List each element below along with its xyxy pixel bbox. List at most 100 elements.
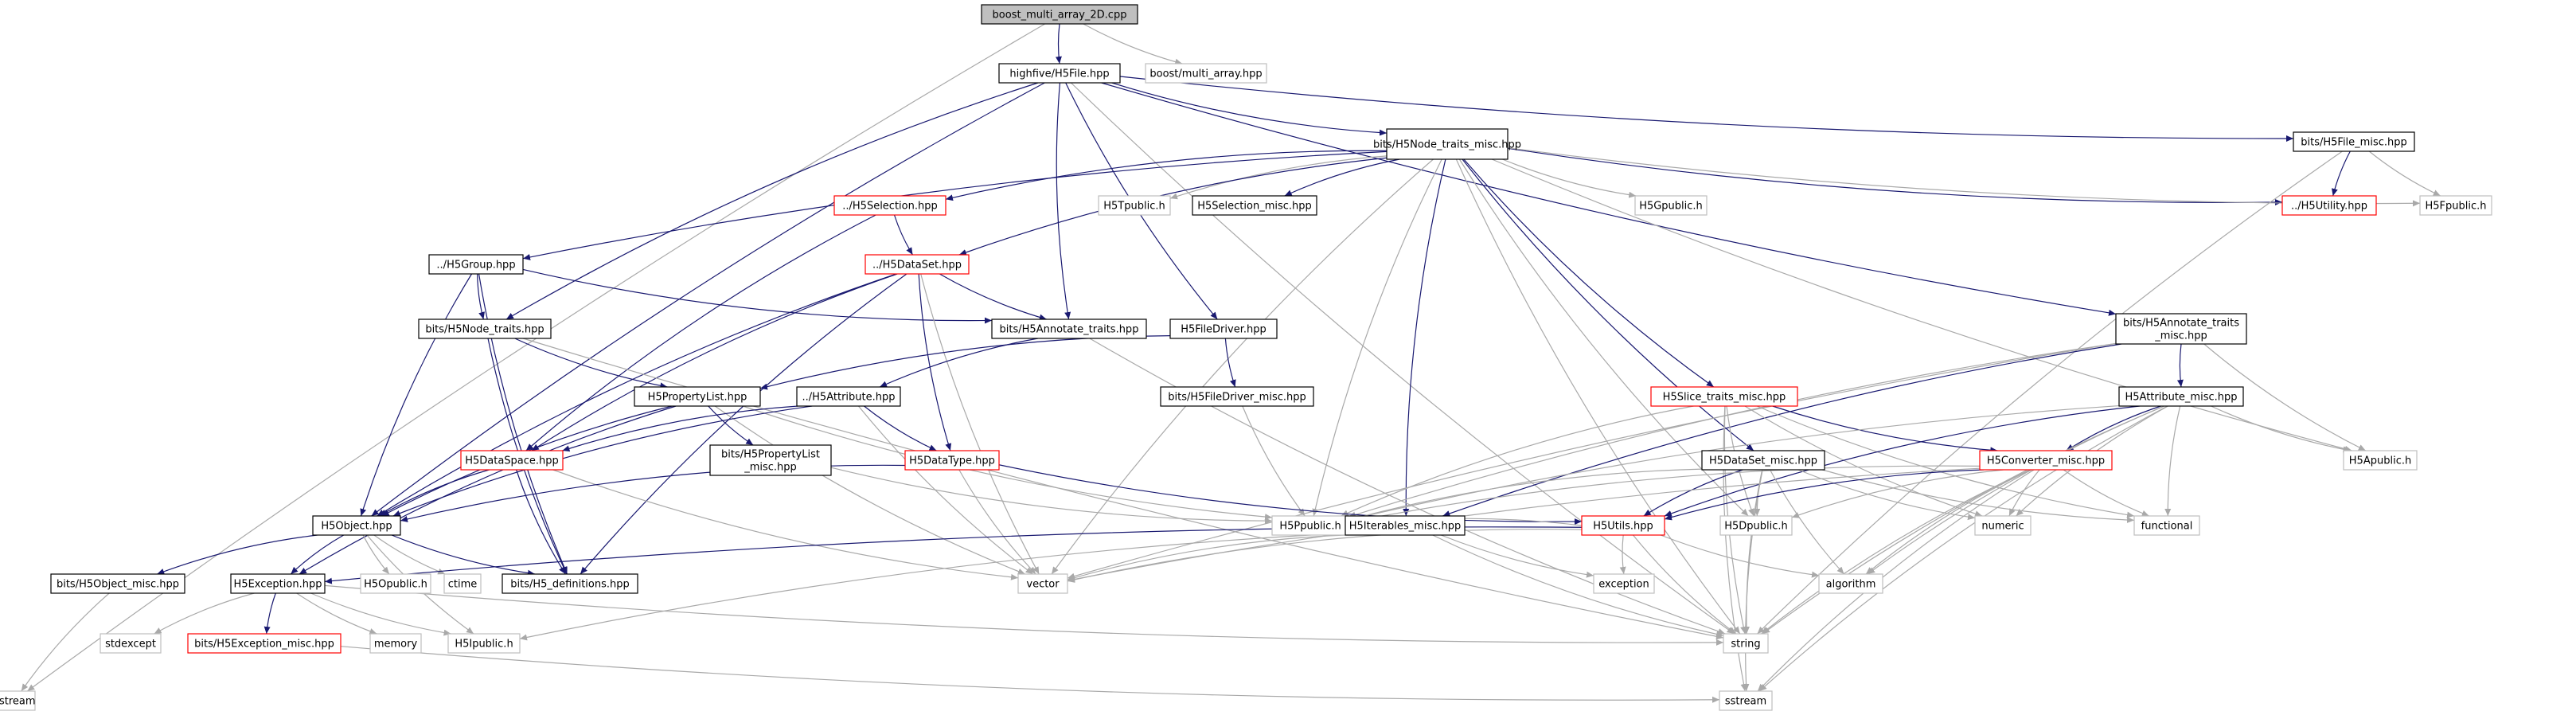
node-iostream: iostream bbox=[0, 690, 36, 711]
node-h5selection-misc-hpp[interactable]: H5Selection_misc.hpp bbox=[1192, 195, 1317, 216]
edge-nodetraitsmisc-to-h5gpublic bbox=[1502, 158, 1637, 198]
edge-datasetmisc-to-h5ppublic bbox=[1348, 468, 1703, 522]
node-box bbox=[1634, 195, 1708, 216]
node-box bbox=[230, 573, 326, 594]
node-h5slice-traits-misc-hpp[interactable]: H5Slice_traits_misc.hpp bbox=[1650, 386, 1798, 407]
node-h5dataset-hpp[interactable]: ../H5DataSet.hpp bbox=[865, 254, 970, 275]
node-label: H5DataSet_misc.hpp bbox=[1709, 455, 1817, 467]
node-h5utils-hpp[interactable]: H5Utils.hpp bbox=[1581, 515, 1665, 536]
node-label: H5Iterables_misc.hpp bbox=[1349, 521, 1462, 533]
node-label: boost/multi_array.hpp bbox=[1149, 68, 1262, 80]
edge-h5filemisc-to-string bbox=[1757, 150, 2343, 635]
node-h5tpublic-h: H5Tpublic.h bbox=[1098, 195, 1171, 216]
node-exception: exception bbox=[1593, 573, 1655, 594]
edge-nodetraitsmisc-to-h5selmisc bbox=[1284, 158, 1400, 197]
node-h5gpublic-h: H5Gpublic.h bbox=[1634, 195, 1708, 216]
node-box bbox=[50, 573, 185, 594]
node-label: sstream bbox=[1725, 696, 1766, 708]
edge-attrmisc-to-h5utils bbox=[1664, 405, 2141, 517]
node-label: H5Converter_misc.hpp bbox=[1987, 455, 2105, 467]
edge-objmisc-to-iostream bbox=[21, 592, 110, 692]
node-box bbox=[1345, 515, 1466, 536]
edge-annotatetraits-to-h5attribute bbox=[879, 338, 1038, 388]
node-bits-h5propertylist-misc-hpp[interactable]: bits/H5PropertyList_misc.hpp bbox=[709, 444, 832, 476]
node-bits-h5annotate-traits-hpp[interactable]: bits/H5Annotate_traits.hpp bbox=[991, 318, 1147, 339]
node-label: bits/H5Annotate_traits bbox=[2123, 318, 2239, 330]
edge-h5selection-to-dataspace bbox=[525, 214, 876, 451]
edge-datatype-to-h5object bbox=[400, 464, 906, 522]
node-h5group-hpp[interactable]: ../H5Group.hpp bbox=[428, 254, 524, 275]
node-box bbox=[998, 63, 1121, 84]
node-label: memory bbox=[374, 639, 418, 651]
node-box bbox=[1160, 386, 1314, 407]
node-h5datatype-hpp[interactable]: H5DataType.hpp bbox=[904, 450, 1000, 471]
node-box bbox=[447, 633, 521, 654]
node-h5exception-hpp[interactable]: H5Exception.hpp bbox=[230, 573, 326, 594]
node-label: H5PropertyList.hpp bbox=[648, 392, 747, 404]
node-label: bits/H5Object_misc.hpp bbox=[57, 579, 179, 591]
node-box bbox=[2115, 313, 2247, 345]
edge-nodetraits-to-proplist bbox=[514, 338, 668, 389]
edge-nodetraitsmisc-to-h5group bbox=[522, 150, 1388, 260]
node-bits-h5annotate-traits-misc-hpp[interactable]: bits/H5Annotate_traits_misc.hpp bbox=[2115, 313, 2247, 345]
node-numeric: numeric bbox=[1974, 515, 2032, 536]
node-box bbox=[796, 386, 901, 407]
node-label: algorithm bbox=[1826, 579, 1876, 591]
edge-filedrivermisc-to-h5ppublic bbox=[1242, 405, 1306, 517]
node-label: ../H5Attribute.hpp bbox=[802, 392, 896, 404]
node-bits-h5exception-misc-hpp[interactable]: bits/H5Exception_misc.hpp bbox=[187, 633, 342, 654]
edge-h5file-to-string bbox=[1071, 82, 1735, 635]
node-box bbox=[634, 386, 761, 407]
edge-h5attribute-to-vector bbox=[857, 405, 1033, 575]
edge-nodetraitsmisc-to-h5dataset bbox=[958, 157, 1388, 256]
node-bits-h5filedriver-misc-hpp[interactable]: bits/H5FileDriver_misc.hpp bbox=[1160, 386, 1314, 407]
edge-annotatemisc-to-vector bbox=[1067, 342, 2117, 580]
node-h5object-hpp[interactable]: H5Object.hpp bbox=[312, 515, 401, 536]
edge-proplist-to-h5ppublic bbox=[742, 405, 1273, 521]
edge-attrmisc-to-h5ppublic bbox=[1348, 404, 2120, 522]
node-box bbox=[833, 195, 946, 216]
edge-h5attribute-to-dataspace bbox=[562, 405, 798, 452]
edge-proplistmisc-to-h5ppublic bbox=[830, 467, 1273, 525]
edge-h5file-to-nodetraitsmisc bbox=[1111, 82, 1388, 136]
edge-h5dataset-to-h5object bbox=[377, 273, 897, 517]
node-h5attribute-misc-hpp[interactable]: H5Attribute_misc.hpp bbox=[2118, 386, 2244, 407]
edge-nodetraitsmisc-to-iterablesmisc bbox=[1403, 158, 1446, 517]
node-label: H5Ppublic.h bbox=[1279, 521, 1341, 533]
node-bits-h5file-misc-hpp[interactable]: bits/H5File_misc.hpp bbox=[2293, 131, 2415, 152]
node-bits-h5object-misc-hpp[interactable]: bits/H5Object_misc.hpp bbox=[50, 573, 185, 594]
node-label: bits/H5Exception_misc.hpp bbox=[194, 639, 334, 651]
node-highfive-h5file-hpp[interactable]: highfive/H5File.hpp bbox=[998, 63, 1121, 84]
node-h5selection-hpp[interactable]: ../H5Selection.hpp bbox=[833, 195, 946, 216]
edge-h5exception-to-stdexcept bbox=[154, 592, 255, 635]
node-h5opublic-h: H5Opublic.h bbox=[360, 573, 431, 594]
edge-h5attribute-to-datatype bbox=[864, 405, 937, 451]
edge-convertermisc-to-h5dpublic bbox=[1791, 469, 2004, 518]
node-h5iterables-misc-hpp[interactable]: H5Iterables_misc.hpp bbox=[1345, 515, 1466, 536]
edge-h5attribute-to-h5object bbox=[392, 405, 813, 517]
node-h5dataset-misc-hpp[interactable]: H5DataSet_misc.hpp bbox=[1701, 450, 1825, 471]
node-h5ipublic-h: H5Ipublic.h bbox=[447, 633, 521, 654]
node-h5ppublic-h: H5Ppublic.h bbox=[1271, 515, 1349, 536]
node-h5propertylist-hpp[interactable]: H5PropertyList.hpp bbox=[634, 386, 761, 407]
node-box bbox=[1098, 195, 1171, 216]
node-box bbox=[1650, 386, 1798, 407]
node-label: functional bbox=[2141, 521, 2193, 533]
node-bits-h5node-traits-misc-hpp[interactable]: bits/H5Node_traits_misc.hpp bbox=[1373, 128, 1521, 160]
node-h5filedriver-hpp[interactable]: H5FileDriver.hpp bbox=[1169, 318, 1278, 339]
node-h5utility-hpp[interactable]: ../H5Utility.hpp bbox=[2281, 195, 2377, 216]
node-h5attribute-hpp[interactable]: ../H5Attribute.hpp bbox=[796, 386, 901, 407]
edge-annotatemisc-to-attrmisc bbox=[2176, 343, 2184, 388]
node-h5dataspace-hpp[interactable]: H5DataSpace.hpp bbox=[460, 450, 564, 471]
node-label: vector bbox=[1026, 579, 1060, 591]
node-box bbox=[1271, 515, 1349, 536]
edge-h5dataset-to-annotatetraits bbox=[939, 273, 1047, 321]
node-bits-h5node-traits-hpp[interactable]: bits/H5Node_traits.hpp bbox=[418, 318, 552, 339]
node-bits-h5-definitions-hpp[interactable]: bits/H5_definitions.hpp bbox=[502, 573, 638, 594]
edge-convertermisc-to-algorithm bbox=[1865, 469, 2032, 575]
node-box bbox=[187, 633, 342, 654]
node-h5converter-misc-hpp[interactable]: H5Converter_misc.hpp bbox=[1979, 450, 2113, 471]
node-ctime: ctime bbox=[443, 573, 482, 594]
edge-nodetraitsmisc-to-vector bbox=[1051, 158, 1434, 575]
node-label: numeric bbox=[1981, 521, 2024, 533]
